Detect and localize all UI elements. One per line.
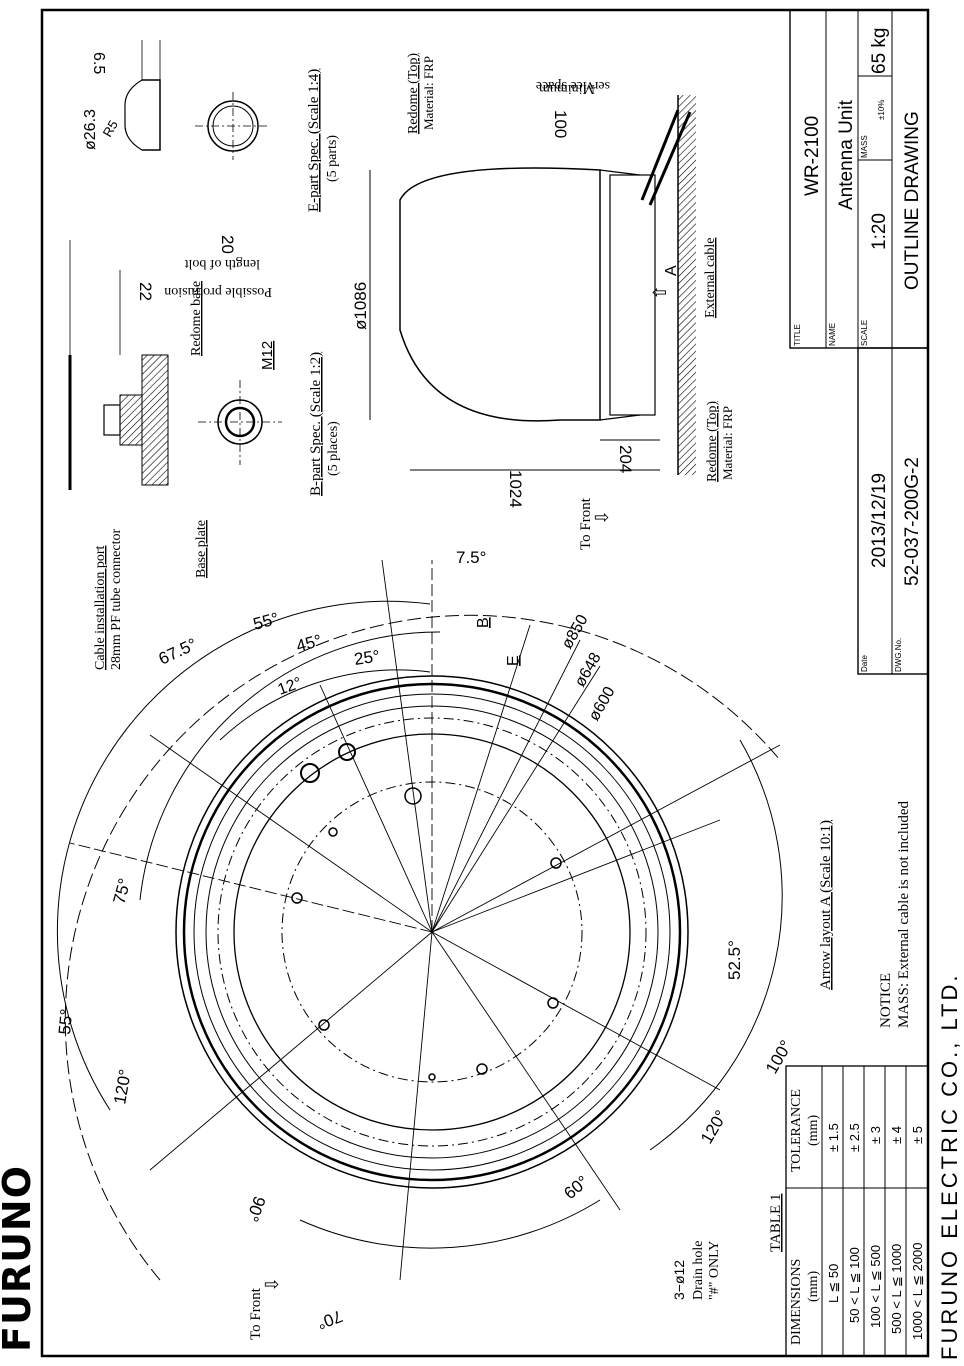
cable-port-spec: 28mm PF tube connector	[109, 529, 124, 670]
dim-204: 204	[616, 445, 635, 473]
angle-75: 75°	[110, 876, 135, 906]
service-space-line1: Minimum	[539, 81, 595, 96]
drain-hole-qty: 3−ø12	[671, 1260, 687, 1300]
redome-top-material: Material: FRP	[421, 56, 436, 130]
diameter-1086: ø1086	[351, 282, 370, 330]
dwg-number: 52-037-200G-2	[902, 457, 923, 586]
detail-b-label: B	[475, 617, 492, 628]
diameter-26-3: ø26.3	[82, 109, 99, 150]
table-row-tol: ± 1.5	[826, 1123, 841, 1152]
angle-120-left: 120°	[110, 1068, 135, 1106]
drawing-type: OUTLINE DRAWING	[902, 111, 923, 290]
cable-port-label: Cable installation port	[93, 545, 108, 670]
redome-bottom-label: Redome (Top)	[705, 401, 720, 482]
notice-mass-note: MASS: External cable is not included	[896, 800, 912, 1028]
table-title: TABLE 1	[768, 1194, 784, 1252]
b-part-detail	[68, 240, 282, 490]
angle-45: 45°	[294, 631, 324, 656]
angle-12: 12°	[276, 675, 305, 699]
external-cable-label: External cable	[703, 238, 718, 318]
mass-tolerance: ±10%	[877, 100, 886, 120]
base-plate-label: Base plate	[194, 520, 209, 578]
e-part-qty: (5 parts)	[325, 135, 340, 182]
table-row-dim: 100 < L ≦ 500	[868, 1245, 883, 1328]
redome-bottom-material: Material: FRP	[720, 406, 735, 480]
scale-value: 1:20	[869, 213, 890, 250]
detail-e-label: E	[505, 655, 522, 666]
angle-7-5: 7.5°	[456, 548, 486, 567]
protrusion-line2: length of bolt	[184, 256, 260, 271]
mass-value: 65 kg	[869, 28, 890, 74]
diameter-648: ø648	[572, 650, 605, 690]
arrow-layout-caption: Arrow layout A (Scale 10:1)	[818, 820, 834, 990]
date-value: 2013/12/19	[869, 473, 890, 568]
angle-90: 90°	[242, 1194, 269, 1225]
diameter-850: ø850	[559, 612, 592, 652]
table-row-tol: ± 4	[889, 1126, 904, 1144]
name-label: NAME	[828, 323, 837, 346]
dim-6-5: 6.5	[90, 52, 107, 74]
angle-100: 100°	[762, 1037, 796, 1077]
m12-label: M12	[259, 341, 276, 370]
table-row-dim: 500 < L ≦ 1000	[889, 1244, 904, 1334]
e-part-title: E-part Spec. (Scale 1:4)	[306, 69, 322, 212]
side-arrow-a: A	[663, 265, 680, 276]
redome-top-label: Redome (Top)	[406, 53, 421, 134]
protrusion-line1: Possible protrusion	[164, 284, 272, 299]
company-name: FURUNO ELECTRIC CO., LTD.	[937, 972, 962, 1360]
angle-67-5: 67.5°	[156, 635, 200, 669]
dwg-label: DWG.No.	[894, 638, 903, 672]
side-front-arrow-icon: ⇩	[592, 510, 612, 525]
table-row-dim: 50 < L ≦ 100	[847, 1247, 862, 1323]
front-arrow-icon: ⇩	[262, 1277, 282, 1292]
side-to-front-label: To Front	[578, 497, 594, 550]
table-row-tol: ± 3	[868, 1126, 883, 1144]
dim-100: 100	[551, 110, 570, 138]
e-part-detail	[124, 40, 270, 160]
col-tolerance-unit: (mm)	[806, 1115, 821, 1146]
scale-label: SCALE	[860, 320, 869, 346]
angle-52-5: 52.5°	[725, 940, 744, 980]
dim-20: 20	[218, 235, 237, 254]
angle-70: 70°	[314, 1306, 345, 1333]
table-row-dim: 1000 < L ≦ 2000	[910, 1242, 925, 1340]
dim-1024: 1024	[506, 470, 525, 508]
angle-120-bottom: 120°	[697, 1107, 731, 1147]
title-label: TITLE	[793, 324, 802, 346]
furuno-logo: FURUNO	[0, 1165, 39, 1352]
table-row-dim: L ≦ 50	[826, 1264, 841, 1303]
table-row-tol: ± 5	[910, 1126, 925, 1144]
angle-55-top: 55°	[251, 609, 281, 634]
drain-hole-label: Drain hole	[691, 1241, 706, 1300]
title-block: TITLE WR-2100 NAME Antenna Unit SCALE 1:…	[789, 9, 929, 675]
date-label: Date	[860, 655, 869, 672]
dim-22: 22	[136, 282, 155, 301]
col-dimensions: DIMENSIONS	[789, 1259, 804, 1345]
angle-55-left: 55°	[55, 1008, 76, 1035]
drawing-border	[40, 8, 930, 1358]
service-space-line2: service space	[536, 78, 610, 93]
drain-hole-note: "#" ONLY	[707, 1241, 722, 1300]
b-part-title: B-part Spec. (Scale 1:2)	[308, 352, 324, 496]
notice-title: NOTICE	[878, 973, 894, 1028]
col-tolerance: TOLERANCE	[789, 1089, 804, 1172]
plan-to-front-label: To Front	[248, 1287, 264, 1340]
plan-view	[56, 559, 783, 1281]
mass-label: MASS	[860, 135, 869, 158]
diameter-600: ø600	[586, 684, 619, 724]
title-value: WR-2100	[802, 116, 823, 196]
angle-25: 25°	[353, 647, 381, 669]
side-arrow-a-icon: ⇧	[650, 285, 670, 300]
radius-label: R5	[100, 118, 121, 140]
b-part-qty: (5 places)	[326, 421, 341, 476]
col-dimensions-unit: (mm)	[806, 1271, 821, 1302]
table-row-tol: ± 2.5	[847, 1123, 862, 1152]
angle-60: 60°	[560, 1172, 592, 1203]
tolerance-table: TABLE 1 DIMENSIONS (mm) TOLERANCE (mm) L…	[768, 1065, 929, 1357]
side-view	[369, 95, 696, 475]
name-value: Antenna Unit	[836, 99, 857, 210]
redome-base-label: Redome base	[189, 281, 204, 356]
